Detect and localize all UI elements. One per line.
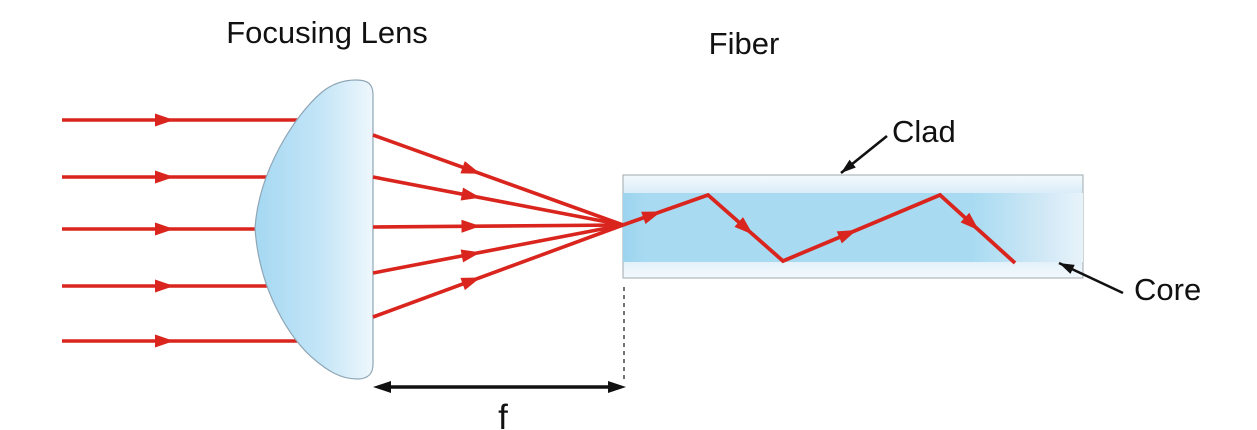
fiber-title: Fiber	[709, 26, 780, 61]
focusing-lens-body	[254, 79, 374, 380]
converging-ray-arrowhead	[460, 161, 481, 174]
diagram-shapes-layer	[62, 79, 1124, 393]
zigzag-ray-arrowhead	[734, 217, 753, 235]
zigzag-ray-arrowhead	[836, 229, 857, 244]
converging-ray-arrowhead	[461, 219, 481, 233]
converging-ray	[372, 223, 624, 275]
core-label: Core	[1134, 272, 1201, 307]
lens-title: Focusing Lens	[226, 15, 428, 50]
focal-arrow-right-head	[608, 381, 626, 393]
incoming-ray-arrowhead	[155, 170, 174, 184]
converging-ray-arrowhead	[460, 277, 481, 291]
core-pointer-arrow-head	[1059, 263, 1075, 274]
converging-ray	[372, 133, 624, 227]
fiber-core	[623, 193, 1083, 262]
converging-ray	[372, 223, 624, 319]
focal-length-label: f	[498, 398, 508, 430]
zigzag-ray-arrowhead	[641, 211, 662, 224]
converging-ray	[372, 223, 624, 229]
incoming-ray-arrowhead	[155, 113, 174, 127]
clad-label: Clad	[892, 114, 956, 149]
converging-ray	[372, 175, 624, 227]
incoming-ray-arrowhead	[155, 334, 174, 348]
converging-ray-arrowhead	[460, 187, 481, 201]
focal-arrow-left-head	[373, 381, 391, 393]
incoming-ray-arrowhead	[155, 222, 174, 236]
clad-pointer-arrow-head	[841, 159, 856, 173]
converging-ray-arrowhead	[460, 249, 481, 263]
zigzag-ray-arrowhead	[960, 212, 979, 231]
incoming-ray-arrowhead	[155, 279, 174, 293]
